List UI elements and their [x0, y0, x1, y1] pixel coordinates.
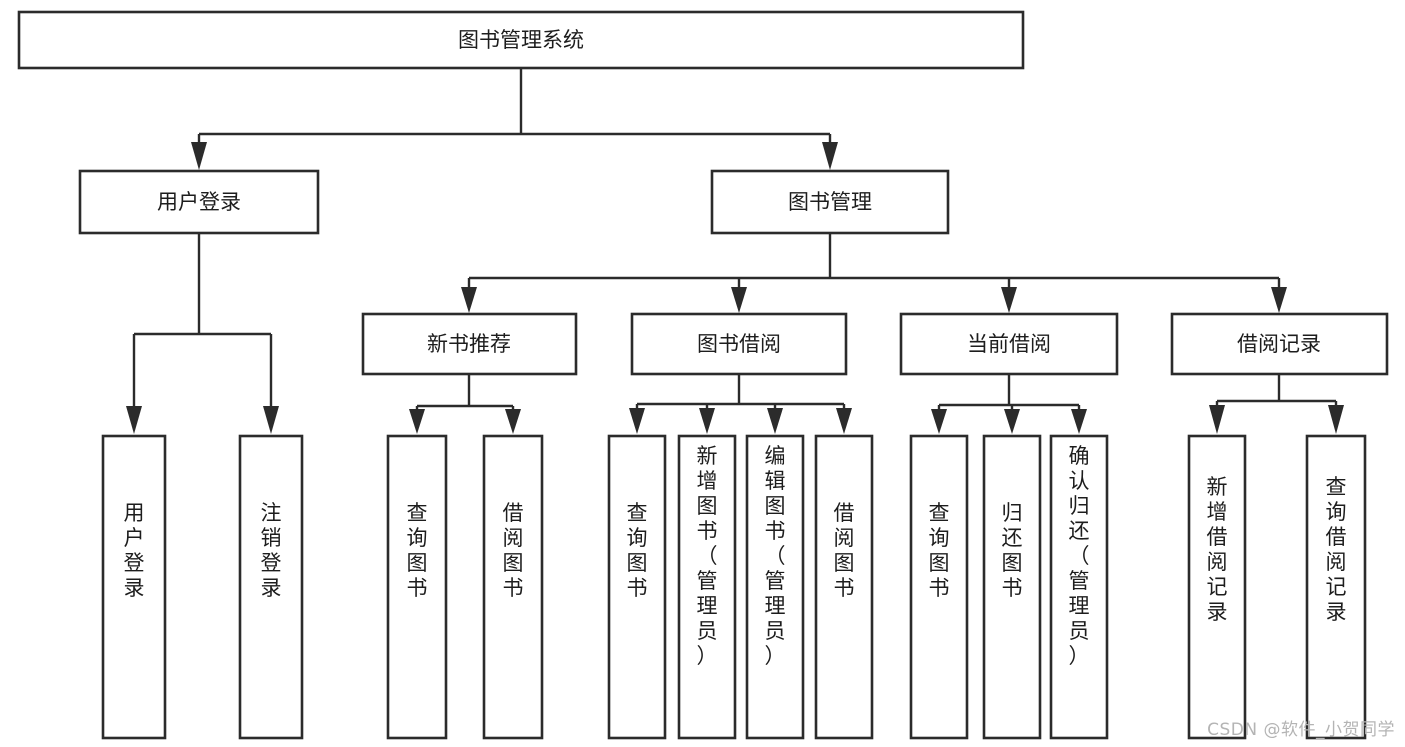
node-leaf-borrow-book-2-label: 借阅图书 — [834, 501, 855, 600]
node-leaf-add-book-label: 新增图书（管理员） — [697, 444, 718, 668]
arrow-head-leaf-borrow-book-2 — [836, 408, 852, 434]
arrow-head-borrow-record — [1271, 287, 1287, 313]
node-leaf-query-book-3[interactable]: 查询图书 — [909, 434, 969, 740]
arrow-head-leaf-user-login — [126, 406, 142, 434]
node-leaf-query-book-1[interactable]: 查询图书 — [386, 434, 448, 740]
node-leaf-confirm-return-label: 确认归还（管理员） — [1069, 444, 1090, 668]
arrow-head-leaf-edit-book — [767, 408, 783, 434]
node-leaf-add-record-box[interactable] — [1187, 434, 1247, 740]
node-leaf-borrow-book-1-label: 借阅图书 — [503, 501, 524, 600]
node-leaf-add-book[interactable]: 新增图书（管理员） — [677, 434, 737, 740]
node-leaf-user-login-label: 用户登录 — [124, 501, 145, 600]
node-leaf-query-book-2-box[interactable] — [607, 434, 667, 740]
node-user-login-label: 用户登录 — [157, 190, 241, 214]
node-leaf-add-record[interactable]: 新增借阅记录 — [1187, 434, 1247, 740]
node-user-login-box[interactable] — [78, 169, 320, 235]
node-leaf-add-book-box[interactable] — [677, 434, 737, 740]
node-user-login[interactable]: 用户登录 — [78, 169, 320, 235]
arrow-head-book-manage — [822, 142, 838, 170]
node-new-book-rec-label: 新书推荐 — [427, 332, 511, 356]
node-leaf-query-book-2-label: 查询图书 — [627, 501, 648, 600]
arrow-head-leaf-logout — [263, 406, 279, 434]
arrow-head-new-book-rec — [461, 287, 477, 313]
node-root-label: 图书管理系统 — [458, 28, 584, 52]
node-leaf-confirm-return-box[interactable] — [1049, 434, 1109, 740]
node-leaf-borrow-book-1[interactable]: 借阅图书 — [482, 434, 544, 740]
node-book-borrow[interactable]: 图书借阅 — [630, 312, 848, 376]
arrow-head-leaf-query-book-3 — [931, 409, 947, 434]
node-book-manage-label: 图书管理 — [788, 190, 872, 214]
node-leaf-return-book-box[interactable] — [982, 434, 1042, 740]
arrow-head-book-borrow — [731, 287, 747, 313]
node-leaf-edit-book[interactable]: 编辑图书（管理员） — [745, 434, 805, 740]
arrow-head-user-login — [191, 142, 207, 170]
node-book-borrow-box[interactable] — [630, 312, 848, 376]
node-leaf-return-book-label: 归还图书 — [1002, 501, 1023, 600]
node-leaf-edit-book-box[interactable] — [745, 434, 805, 740]
connector-layer — [126, 68, 1344, 434]
node-new-book-rec[interactable]: 新书推荐 — [361, 312, 578, 376]
node-new-book-rec-box[interactable] — [361, 312, 578, 376]
node-book-borrow-label: 图书借阅 — [697, 332, 781, 356]
node-leaf-query-book-3-box[interactable] — [909, 434, 969, 740]
node-current-borrow-label: 当前借阅 — [967, 332, 1051, 356]
node-current-borrow[interactable]: 当前借阅 — [899, 312, 1119, 376]
node-leaf-query-record-box[interactable] — [1305, 434, 1367, 740]
node-leaf-edit-book-label: 编辑图书（管理员） — [765, 444, 786, 668]
arrow-head-leaf-borrow-book-1 — [505, 409, 521, 434]
node-leaf-query-book-3-label: 查询图书 — [929, 501, 950, 600]
arrow-head-leaf-return-book — [1004, 409, 1020, 434]
arrow-head-leaf-add-record — [1209, 405, 1225, 434]
node-leaf-user-login-box[interactable] — [101, 434, 167, 740]
node-leaf-borrow-book-2[interactable]: 借阅图书 — [814, 434, 874, 740]
node-leaf-user-login[interactable]: 用户登录 — [101, 434, 167, 740]
node-current-borrow-box[interactable] — [899, 312, 1119, 376]
node-leaf-borrow-book-2-box[interactable] — [814, 434, 874, 740]
node-leaf-query-book-1-box[interactable] — [386, 434, 448, 740]
node-borrow-record-label: 借阅记录 — [1237, 332, 1321, 356]
node-root[interactable]: 图书管理系统 — [17, 10, 1025, 70]
node-leaf-query-record[interactable]: 查询借阅记录 — [1305, 434, 1367, 740]
node-borrow-record-box[interactable] — [1170, 312, 1389, 376]
node-leaf-return-book[interactable]: 归还图书 — [982, 434, 1042, 740]
arrow-head-leaf-query-book-2 — [629, 408, 645, 434]
node-leaf-borrow-book-1-box[interactable] — [482, 434, 544, 740]
node-leaf-logout-label: 注销登录 — [261, 501, 282, 600]
node-leaf-confirm-return[interactable]: 确认归还（管理员） — [1049, 434, 1109, 740]
node-borrow-record[interactable]: 借阅记录 — [1170, 312, 1389, 376]
node-leaf-query-book-2[interactable]: 查询图书 — [607, 434, 667, 740]
arrow-head-leaf-add-book — [699, 408, 715, 434]
node-book-manage-box[interactable] — [710, 169, 950, 235]
node-root-box[interactable] — [17, 10, 1025, 70]
node-leaf-logout-box[interactable] — [238, 434, 304, 740]
node-leaf-logout[interactable]: 注销登录 — [238, 434, 304, 740]
arrow-head-leaf-query-record — [1328, 405, 1344, 434]
node-leaf-query-record-label: 查询借阅记录 — [1326, 475, 1347, 624]
node-leaf-add-record-label: 新增借阅记录 — [1207, 475, 1228, 624]
node-book-manage[interactable]: 图书管理 — [710, 169, 950, 235]
arrow-head-leaf-query-book-1 — [409, 409, 425, 434]
node-leaf-query-book-1-label: 查询图书 — [407, 501, 428, 600]
arrow-head-leaf-confirm-return — [1071, 409, 1087, 434]
arrow-head-current-borrow — [1001, 287, 1017, 313]
